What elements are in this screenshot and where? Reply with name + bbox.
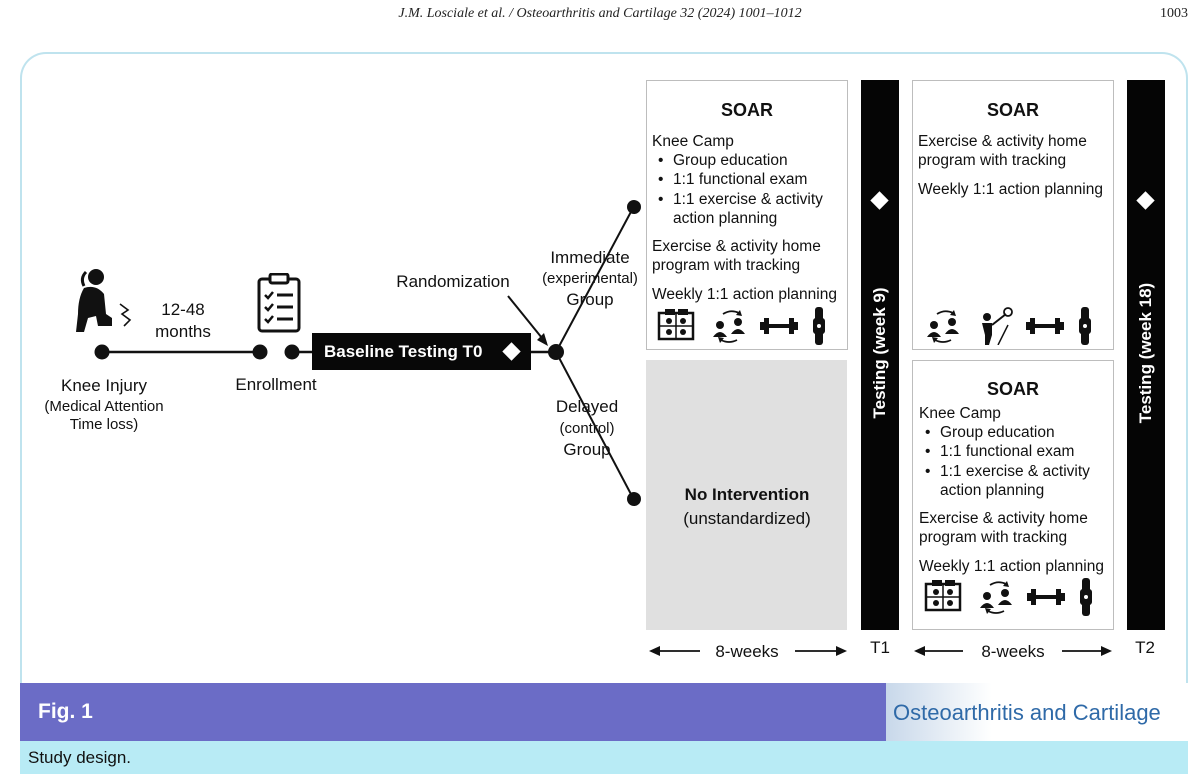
immediate-label-2: (experimental) [542, 270, 638, 287]
baseline-testing-box: Baseline Testing T0 [312, 333, 531, 370]
panel-3-program-1: Exercise & activity home [919, 510, 1088, 527]
fitness-tracker-icon [813, 307, 825, 345]
caption-bar [20, 741, 1188, 774]
injury-label: Knee Injury [61, 376, 147, 395]
panel-no-intervention [646, 360, 847, 630]
delayed-label-3: Group [563, 440, 611, 459]
t1-label: T1 [870, 638, 890, 657]
checklist-icon [257, 273, 301, 333]
running-head: J.M. Losciale et al. / Osteoarthritis an… [398, 6, 802, 21]
video-call-icon [924, 580, 962, 612]
duration-bottom: months [155, 322, 211, 341]
dumbbell-icon [1027, 589, 1065, 605]
delayed-label-2: (control) [559, 420, 615, 437]
list-item: 1:1 functional exam [918, 442, 1090, 462]
panel-3-program-2: program with tracking [919, 529, 1068, 546]
panel-1-title: SOAR [720, 100, 774, 120]
panel-1-program-1: Exercise & activity home [652, 238, 821, 255]
fitness-tracker-icon [1080, 578, 1092, 616]
pain-spark-icon [119, 303, 132, 327]
span-label-2: 8-weeks [981, 642, 1045, 661]
figure-caption: Study design. [28, 748, 132, 767]
exchange-people-icon [713, 310, 745, 343]
exchange-people-icon [980, 581, 1012, 614]
randomization-label: Randomization [396, 272, 510, 291]
panel-2-title: SOAR [986, 100, 1040, 120]
panel-2-program-2: program with tracking [918, 152, 1067, 169]
dumbbell-icon [1026, 318, 1064, 334]
fitness-tracker-icon [1079, 307, 1091, 345]
panel-1-weekly: Weekly 1:1 action planning [652, 286, 837, 303]
panel-immediate-phase2 [912, 80, 1114, 350]
testing-week18-label: Testing (week 18) [1136, 282, 1155, 424]
figure-label: Fig. 1 [38, 700, 93, 723]
immediate-label-3: Group [566, 290, 614, 309]
panel-3-heading: Knee Camp [919, 405, 1001, 422]
immediate-label-1: Immediate [550, 248, 630, 267]
injured-person-icon [76, 269, 112, 332]
dumbbell-icon [760, 318, 798, 334]
panel-2-weekly: Weekly 1:1 action planning [918, 181, 1103, 198]
list-item: 1:1 functional exam [651, 170, 823, 190]
baseline-label: Baseline Testing T0 [324, 342, 483, 361]
testing-week9-label: Testing (week 9) [870, 287, 889, 419]
panel-3-bullets: Group education 1:1 functional exam 1:1 … [918, 423, 1090, 500]
list-item: 1:1 exercise & activity [918, 462, 1090, 482]
physio-pointer-icon [982, 307, 1013, 345]
list-item: 1:1 exercise & activity [651, 190, 823, 210]
panel-3-weekly: Weekly 1:1 action planning [919, 558, 1104, 575]
list-item-continuation: action planning [673, 209, 778, 227]
list-item-continuation: action planning [940, 481, 1045, 499]
list-item: Group education [651, 151, 823, 171]
no-intervention-subtitle: (unstandardized) [683, 509, 811, 528]
injury-note-2: Time loss) [69, 416, 139, 433]
panel-1-heading: Knee Camp [652, 133, 734, 150]
span-label-1: 8-weeks [715, 642, 779, 661]
panel-1-bullets: Group education 1:1 functional exam 1:1 … [651, 151, 823, 228]
list-item: Group education [918, 423, 1090, 443]
delayed-label-1: Delayed [555, 397, 619, 416]
injury-note-1: (Medical Attention [44, 398, 164, 415]
panel-3-title: SOAR [986, 379, 1040, 399]
duration-top: 12-48 [161, 300, 205, 319]
no-intervention-title: No Intervention [684, 485, 810, 504]
journal-name: Osteoarthritis and Cartilage [893, 700, 1161, 725]
video-call-icon [657, 309, 695, 341]
t2-label: T2 [1135, 638, 1155, 657]
testing-bar-week9 [861, 80, 899, 630]
panel-1-program-2: program with tracking [652, 257, 801, 274]
page-number: 1003 [1160, 6, 1188, 21]
figure-frame [20, 52, 1188, 732]
panel-2-program-1: Exercise & activity home [918, 133, 1087, 150]
panel-immediate-phase1 [646, 80, 848, 350]
journal-badge [886, 683, 1188, 741]
testing-bar-week18 [1127, 80, 1165, 630]
enrollment-label: Enrollment [235, 375, 317, 394]
exchange-people-icon [927, 310, 959, 343]
